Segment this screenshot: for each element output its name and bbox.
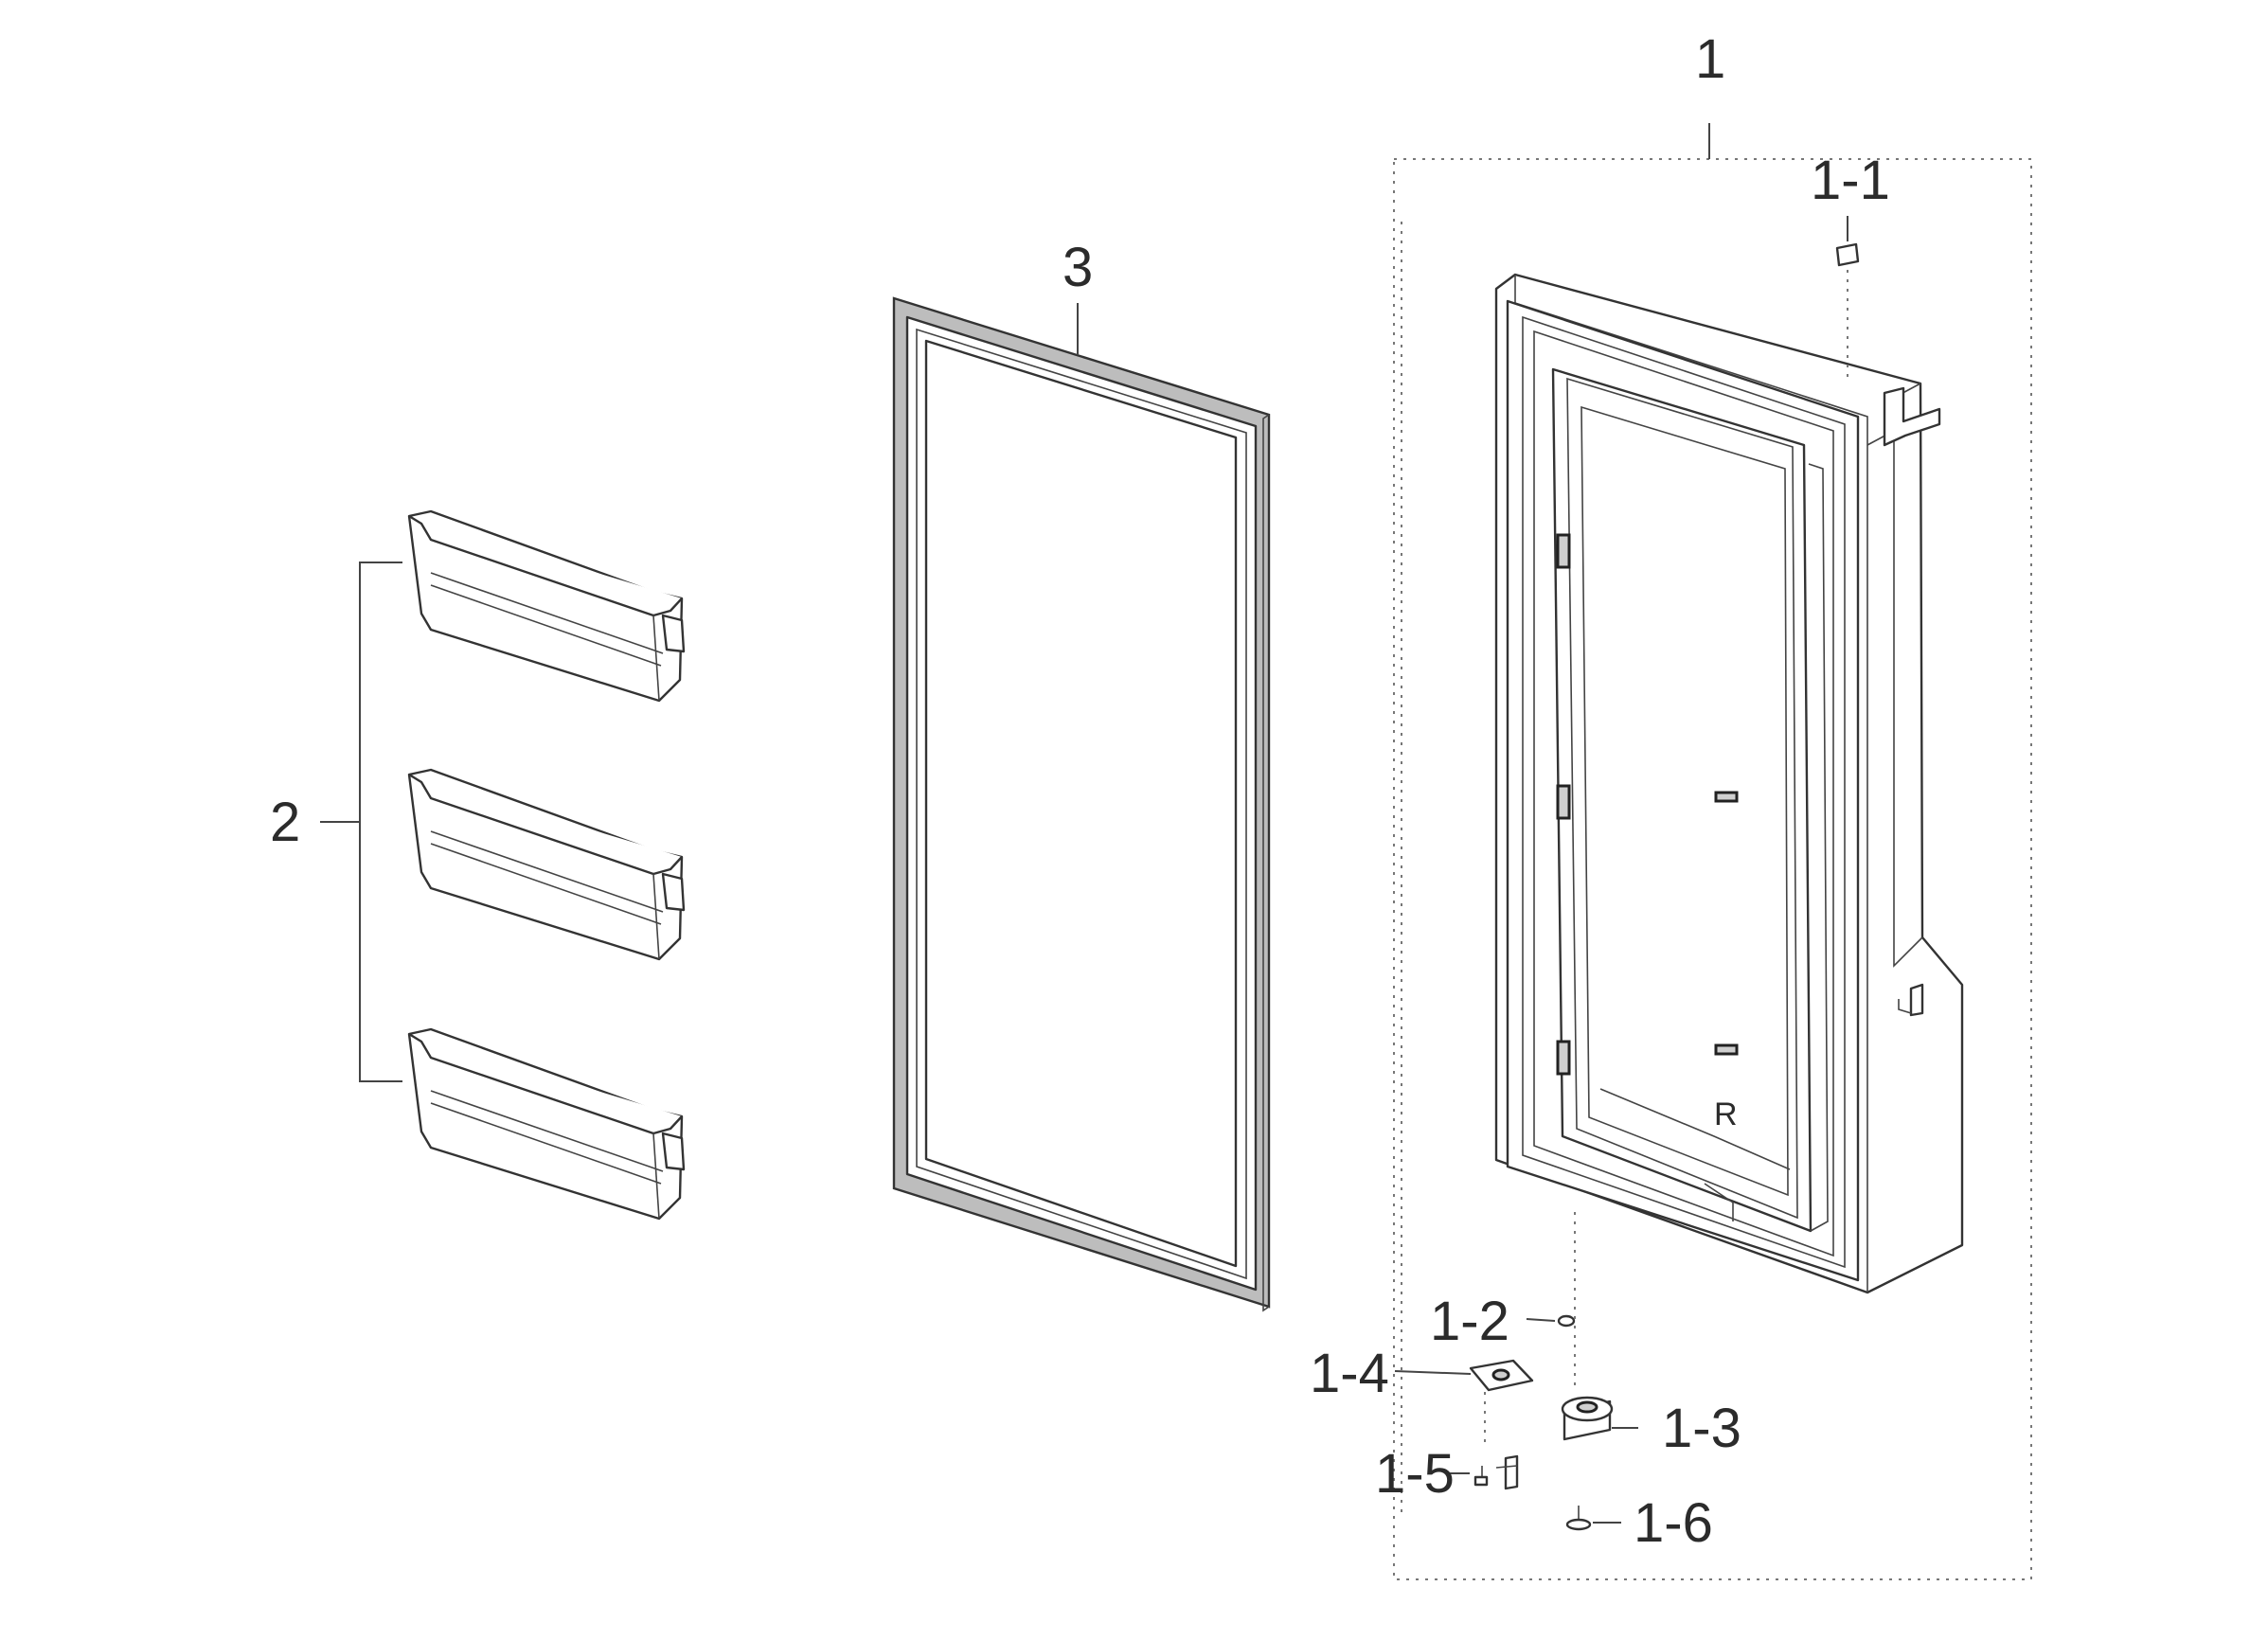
door-bin-middle <box>407 768 686 961</box>
callout-3: 3 <box>1063 237 1093 298</box>
callout-1-5: 1-5 <box>1375 1443 1455 1505</box>
hinge-pin <box>1565 1506 1621 1531</box>
assembly-boundary <box>1393 158 2032 1580</box>
callout-1-4: 1-4 <box>1310 1343 1389 1404</box>
door-assembly: R <box>1393 123 2032 1580</box>
door-bins-group <box>320 509 686 1221</box>
callout-1-1: 1-1 <box>1811 150 1890 211</box>
callout-1-2: 1-2 <box>1430 1291 1509 1352</box>
door-gasket <box>892 296 1271 1312</box>
callout-1-3: 1-3 <box>1662 1398 1741 1459</box>
callout-1: 1 <box>1695 28 1725 90</box>
hinge-screws <box>1449 1454 1519 1490</box>
callout-2: 2 <box>270 792 300 853</box>
door-stamp-letter: R <box>1714 1096 1738 1132</box>
callout-1-6: 1-6 <box>1634 1492 1713 1554</box>
door-bin-top <box>407 509 686 703</box>
top-hinge-cap <box>1835 216 1860 383</box>
hinge-bushing <box>1561 1212 1638 1441</box>
door-bin-bottom <box>407 1027 686 1221</box>
bin-bracket-leader <box>320 562 402 1082</box>
hinge-washer <box>1526 1314 1576 1328</box>
hinge-plate <box>1394 1359 1534 1449</box>
